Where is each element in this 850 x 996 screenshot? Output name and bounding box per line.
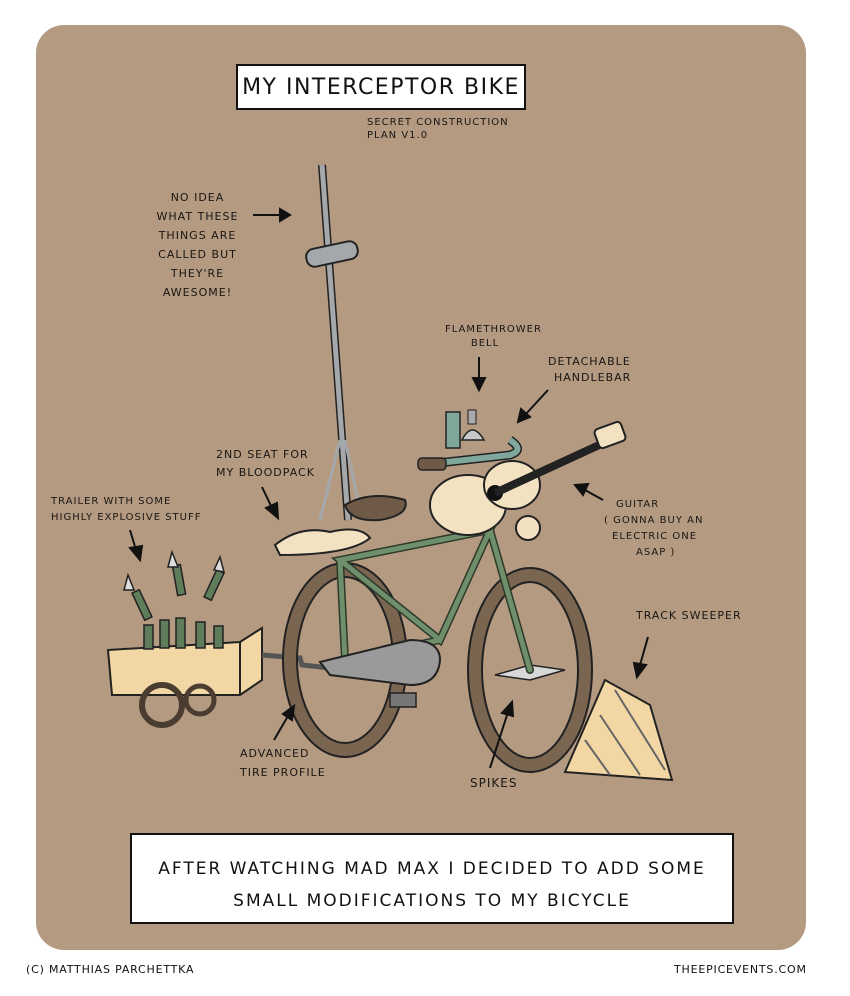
annotation-line: Detachable xyxy=(548,355,631,368)
annotation-tire-profile: Advanced tire profile xyxy=(240,744,326,782)
subtitle-line: plan v1.0 xyxy=(367,130,429,141)
comic-title-box: My Interceptor Bike xyxy=(236,64,526,110)
annotation-trailer: Trailer with some highly explosive stuff xyxy=(51,494,201,526)
annotation-line: asap ) xyxy=(636,547,676,558)
comic-title: My Interceptor Bike xyxy=(242,74,520,100)
annotation-spikes: Spikes xyxy=(470,775,517,791)
annotation-line: highly explosive stuff xyxy=(51,512,202,523)
annotation-line: 2nd seat for xyxy=(216,448,309,461)
annotation-line: Flamethrower xyxy=(445,324,542,335)
annotation-line: ( gonna buy an xyxy=(604,515,704,526)
guitar xyxy=(429,420,627,536)
annotation-line: what these xyxy=(156,210,239,223)
comic-panel xyxy=(36,25,806,950)
pedal xyxy=(389,692,417,708)
annotation-line: No idea xyxy=(170,191,225,204)
annotation-flamethrower: Flamethrower bell xyxy=(445,323,542,351)
flamethrower-bell xyxy=(445,409,486,449)
annotation-line: things are xyxy=(158,229,237,242)
lamp xyxy=(515,515,541,541)
caption-line: small modifications to my bicycle xyxy=(233,891,631,911)
front-wheel xyxy=(467,567,593,773)
annotation-handlebar: Detachable handlebar xyxy=(548,354,631,386)
annotation-line: called but xyxy=(158,248,237,261)
handlebar xyxy=(419,437,521,468)
annotation-track-sweeper: Track sweeper xyxy=(636,609,742,624)
website-link[interactable]: theepicevents.com xyxy=(674,963,807,976)
annotation-line: electric one xyxy=(612,531,698,542)
subtitle-line: Secret construction xyxy=(367,117,509,128)
copyright: (c) Matthias Parchettka xyxy=(26,963,195,976)
annotation-antennas: No idea what these things are called but… xyxy=(140,188,255,302)
annotation-line: Trailer with some xyxy=(51,496,172,507)
annotation-line: Guitar xyxy=(616,499,660,510)
track-sweeper xyxy=(563,678,674,782)
annotation-line: Advanced xyxy=(240,747,310,760)
annotation-line: Track sweeper xyxy=(636,609,742,622)
antenna-pole xyxy=(305,164,362,521)
trailer xyxy=(106,549,331,728)
annotation-line: Spikes xyxy=(470,776,518,790)
annotation-second-seat: 2nd seat for my bloodpack xyxy=(216,446,315,482)
rockets xyxy=(123,549,226,650)
annotation-line: awesome! xyxy=(162,286,233,299)
subtitle: Secret construction plan v1.0 xyxy=(367,116,509,142)
caption-line: After watching Mad Max I decided to add … xyxy=(158,859,706,879)
chain-guard xyxy=(318,638,442,687)
annotation-line: handlebar xyxy=(554,371,632,384)
annotation-line: they're xyxy=(170,267,225,280)
caption-box: After watching Mad Max I decided to add … xyxy=(130,833,734,924)
annotation-arrows xyxy=(128,207,649,769)
annotation-line: bell xyxy=(470,338,500,349)
seat xyxy=(343,495,407,522)
annotation-line: tire profile xyxy=(240,766,326,779)
annotation-guitar: Guitar ( gonna buy an electric one asap … xyxy=(604,497,724,561)
second-seat xyxy=(273,528,372,557)
annotation-line: my bloodpack xyxy=(216,466,315,479)
